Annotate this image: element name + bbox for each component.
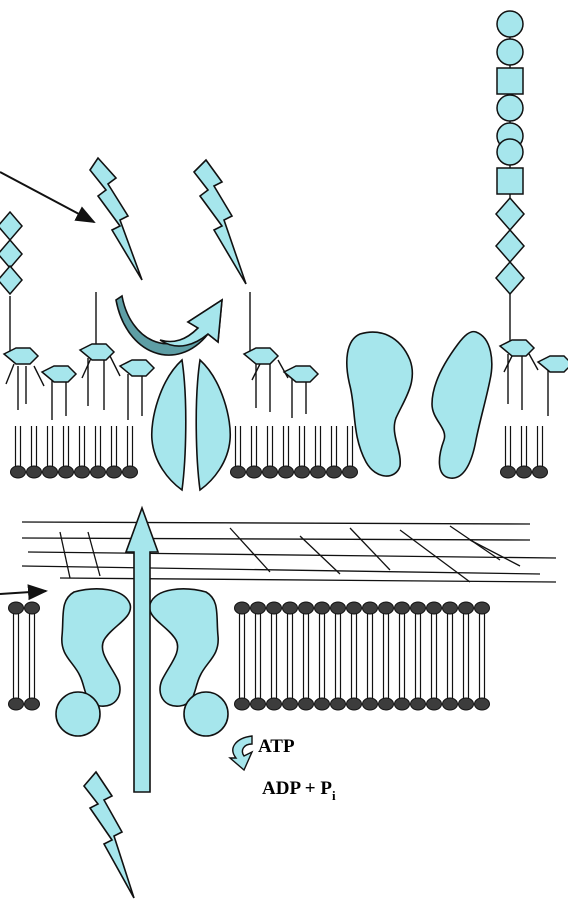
adp-label-main: ADP + P — [262, 778, 332, 799]
lipid-head — [327, 466, 342, 478]
upper-membrane-proteins — [152, 332, 492, 490]
lipid-head — [25, 602, 40, 614]
lipid-head — [443, 698, 458, 710]
lipid-head — [75, 466, 90, 478]
receptor-protein-right — [432, 332, 492, 479]
lipid-head — [363, 602, 378, 614]
lipid-head — [459, 698, 474, 710]
nucleotide-binding-domain-left — [56, 692, 100, 736]
lipid-head — [295, 466, 310, 478]
nucleotide-binding-domain-right — [184, 692, 228, 736]
receptor-protein-left — [347, 332, 413, 476]
ligand-bolt-icon — [90, 158, 142, 280]
lipid-head — [411, 602, 426, 614]
cytoskeleton-lattice — [22, 522, 556, 582]
lipid-head — [231, 466, 246, 478]
lipid-head — [379, 698, 394, 710]
lipid-head — [123, 466, 138, 478]
lipid-head — [107, 466, 122, 478]
lipid-head — [43, 466, 58, 478]
ligand-bolt-icon — [84, 772, 134, 898]
lipid-head — [59, 466, 74, 478]
curved-arrow-icon — [116, 296, 222, 355]
ligand-bolt-icon — [194, 160, 246, 284]
lipid-head — [283, 602, 298, 614]
lipid-head — [347, 602, 362, 614]
lipid-head — [517, 466, 532, 478]
lipid-head — [279, 466, 294, 478]
lipid-head — [395, 698, 410, 710]
lipid-head — [315, 698, 330, 710]
lipid-head — [443, 602, 458, 614]
lipid-head — [427, 602, 442, 614]
lipid-head — [315, 602, 330, 614]
transporter-left-domain — [62, 589, 131, 706]
lipid-head — [251, 698, 266, 710]
adp-label: ADP + Pi — [262, 778, 336, 803]
lipid-head — [263, 466, 278, 478]
lipid-head — [311, 466, 326, 478]
lipid-head — [411, 698, 426, 710]
lipid-head — [475, 698, 490, 710]
adp-label-subscript: i — [332, 788, 336, 803]
lipid-head — [267, 698, 282, 710]
lipid-head — [501, 466, 516, 478]
pointer-arrow-icon — [0, 591, 46, 594]
lipid-head — [299, 698, 314, 710]
pointer-arrow-icon — [0, 172, 94, 222]
lipid-head — [9, 602, 24, 614]
atp-label: ATP — [258, 736, 295, 757]
lipid-head — [475, 602, 490, 614]
lipid-head — [247, 466, 262, 478]
lipid-head — [267, 602, 282, 614]
lipid-head — [343, 466, 358, 478]
lightning-bolts — [84, 158, 246, 898]
lipid-head — [283, 698, 298, 710]
lipid-head — [27, 466, 42, 478]
channel-half-right — [196, 360, 230, 490]
atp-hydrolysis-arrow-icon — [230, 736, 252, 770]
lipid-head — [347, 698, 362, 710]
lipid-head — [299, 602, 314, 614]
transport-arrow-icon — [126, 508, 158, 792]
lipid-head — [11, 466, 26, 478]
lipid-head — [9, 698, 24, 710]
lipid-head — [331, 602, 346, 614]
lipid-head — [395, 602, 410, 614]
lipid-head — [533, 466, 548, 478]
lipid-head — [427, 698, 442, 710]
lipid-head — [331, 698, 346, 710]
lipid-head — [363, 698, 378, 710]
transporter-right-domain — [150, 589, 219, 706]
lipid-head — [235, 698, 250, 710]
glycan-sugars — [0, 11, 568, 382]
lipid-head — [91, 466, 106, 478]
lipid-head — [379, 602, 394, 614]
lipid-head — [459, 602, 474, 614]
channel-half-left — [152, 360, 186, 490]
lipid-head — [251, 602, 266, 614]
lipid-head — [235, 602, 250, 614]
lipid-head — [25, 698, 40, 710]
